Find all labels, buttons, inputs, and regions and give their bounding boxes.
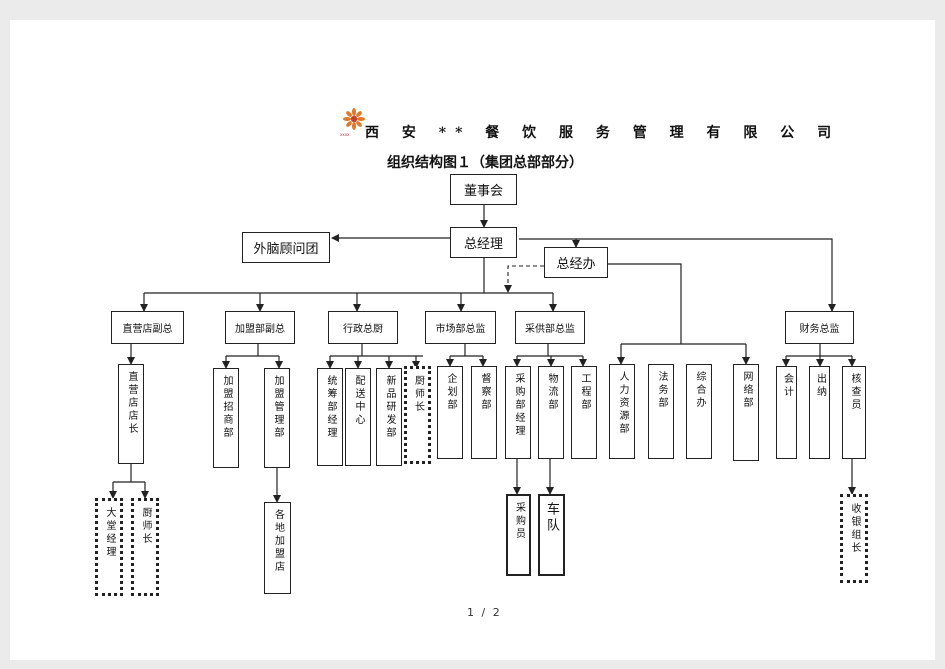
node-direct-vp: 直营店副总 bbox=[111, 311, 184, 344]
node-head-chef: 厨师长 bbox=[131, 498, 159, 596]
node-chef: 厨师长 bbox=[404, 366, 431, 464]
node-ceo: 总经理 bbox=[450, 227, 517, 258]
node-franchise-mgmt: 加盟管理部 bbox=[264, 368, 290, 468]
node-rd: 新品研发部 bbox=[376, 368, 402, 466]
node-direct-manager: 直营店店长 bbox=[118, 364, 144, 464]
node-gm-office: 总经办 bbox=[544, 247, 608, 278]
node-board: 董事会 bbox=[450, 174, 517, 205]
node-purchasing-mgr: 采购部经理 bbox=[505, 366, 531, 459]
node-cashier-lead: 收银组长 bbox=[840, 494, 868, 583]
chart-subtitle: 组织结构图１（集团总部部分） bbox=[387, 155, 583, 171]
node-logistics: 物流部 bbox=[538, 366, 564, 459]
page-number: 1 / 2 bbox=[467, 606, 502, 619]
node-local-franchise: 各地加盟店 bbox=[264, 502, 291, 594]
node-fleet: 车队 bbox=[538, 494, 565, 576]
node-general-office: 综合办 bbox=[686, 364, 712, 459]
node-hr: 人力资源部 bbox=[609, 364, 635, 459]
node-finance-dir: 财务总监 bbox=[785, 311, 854, 344]
logo-caption: xxxx bbox=[340, 132, 350, 137]
company-title: 西 安 ** 餐 饮 服 务 管 理 有 限 公 司 bbox=[365, 125, 841, 141]
node-auditor: 核查员 bbox=[842, 366, 866, 459]
node-cashier: 出纳 bbox=[809, 366, 830, 459]
node-franchise-recruit: 加盟招商部 bbox=[213, 368, 239, 468]
node-supply-dir: 采供部总监 bbox=[515, 311, 585, 344]
node-lobby-manager: 大堂经理 bbox=[95, 498, 123, 596]
node-planning: 企划部 bbox=[437, 366, 463, 459]
node-franchise-vp: 加盟部副总 bbox=[225, 311, 295, 344]
node-advisors: 外脑顾问团 bbox=[242, 232, 330, 263]
node-network: 网络部 bbox=[733, 364, 759, 461]
company-logo-icon bbox=[343, 108, 365, 130]
node-admin-chef: 行政总厨 bbox=[328, 311, 398, 344]
node-catering: 督察部 bbox=[471, 366, 497, 459]
node-central-kitchen: 统筹部经理 bbox=[317, 368, 343, 466]
node-distribution: 配送中心 bbox=[345, 368, 371, 466]
node-marketing-dir: 市场部总监 bbox=[425, 311, 496, 344]
node-legal: 法务部 bbox=[648, 364, 674, 459]
node-engineering: 工程部 bbox=[571, 366, 597, 459]
node-accountant: 会计 bbox=[776, 366, 797, 459]
node-buyer: 采购员 bbox=[506, 494, 531, 576]
